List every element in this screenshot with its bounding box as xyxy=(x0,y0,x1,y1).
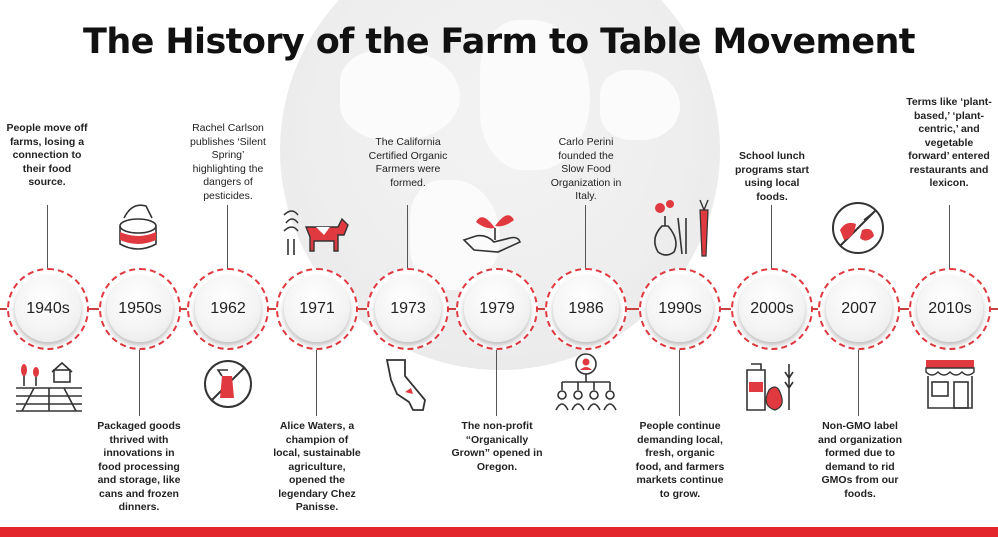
event-text-2000s: School lunch programs start using local … xyxy=(734,150,810,203)
can-icon xyxy=(119,204,157,250)
timeline-node-1950s: 1950s xyxy=(99,268,181,350)
year-label: 1962 xyxy=(195,276,261,342)
event-text-1973: The California Certified Organic Farmers… xyxy=(368,136,448,189)
connector-line xyxy=(771,205,772,268)
event-text-2010s: Terms like ‘plant-based,’ ‘plant-centric… xyxy=(906,96,992,189)
year-label: 1973 xyxy=(375,276,441,342)
timeline-node-1986: 1986 xyxy=(545,268,627,350)
connector-line xyxy=(139,350,140,416)
year-label: 2010s xyxy=(917,276,983,342)
timeline-node-1962: 1962 xyxy=(187,268,269,350)
no-spray-icon xyxy=(204,360,252,408)
organization-icon xyxy=(555,353,617,411)
page-title: The History of the Farm to Table Movemen… xyxy=(83,22,916,62)
connector-line xyxy=(949,205,950,268)
timeline-node-2000s: 2000s xyxy=(731,268,813,350)
year-label: 1940s xyxy=(15,276,81,342)
connector-line xyxy=(496,350,497,416)
year-label: 1950s xyxy=(107,276,173,342)
connector-line xyxy=(585,205,586,268)
event-text-1950s: Packaged goods thrived with innovations … xyxy=(97,420,181,513)
timeline-node-1990s: 1990s xyxy=(639,268,721,350)
timeline-node-1971: 1971 xyxy=(276,268,358,350)
connector-line xyxy=(227,205,228,268)
connector-line xyxy=(316,350,317,416)
hand-sprout-icon xyxy=(462,215,521,253)
event-text-1971: Alice Waters, a champion of local, susta… xyxy=(273,420,361,513)
timeline-node-2010s: 2010s xyxy=(909,268,991,350)
event-text-1979: The non-profit “Organically Grown” opene… xyxy=(451,420,543,473)
year-label: 1990s xyxy=(647,276,713,342)
connector-line xyxy=(47,205,48,268)
event-text-2007: Non-GMO label and organization formed du… xyxy=(818,420,902,500)
connector-line xyxy=(407,205,408,268)
year-label: 2007 xyxy=(826,276,892,342)
no-gmo-icon xyxy=(832,202,884,254)
year-label: 2000s xyxy=(739,276,805,342)
bottom-accent-bar xyxy=(0,527,998,537)
lunch-icon xyxy=(746,363,794,411)
timeline-node-1973: 1973 xyxy=(367,268,449,350)
year-label: 1986 xyxy=(553,276,619,342)
event-text-1962: Rachel Carlson publishes ‘Silent Spring’… xyxy=(190,122,266,202)
farm-cow-icon xyxy=(283,210,349,255)
timeline-node-1979: 1979 xyxy=(456,268,538,350)
event-text-1940s: People move off farms, losing a connecti… xyxy=(6,122,88,188)
timeline-node-1940s: 1940s xyxy=(7,268,89,350)
vegetables-icon xyxy=(654,199,709,257)
year-label: 1971 xyxy=(284,276,350,342)
restaurant-icon xyxy=(925,360,975,409)
farmland-icon xyxy=(16,361,82,412)
connector-line xyxy=(858,350,859,416)
event-text-1986: Carlo Perini founded the Slow Food Organ… xyxy=(550,136,622,202)
timeline-node-2007: 2007 xyxy=(818,268,900,350)
year-label: 1979 xyxy=(464,276,530,342)
event-text-1990s: People continue demanding local, fresh, … xyxy=(635,420,725,500)
connector-line xyxy=(679,350,680,416)
california-icon xyxy=(385,359,426,411)
